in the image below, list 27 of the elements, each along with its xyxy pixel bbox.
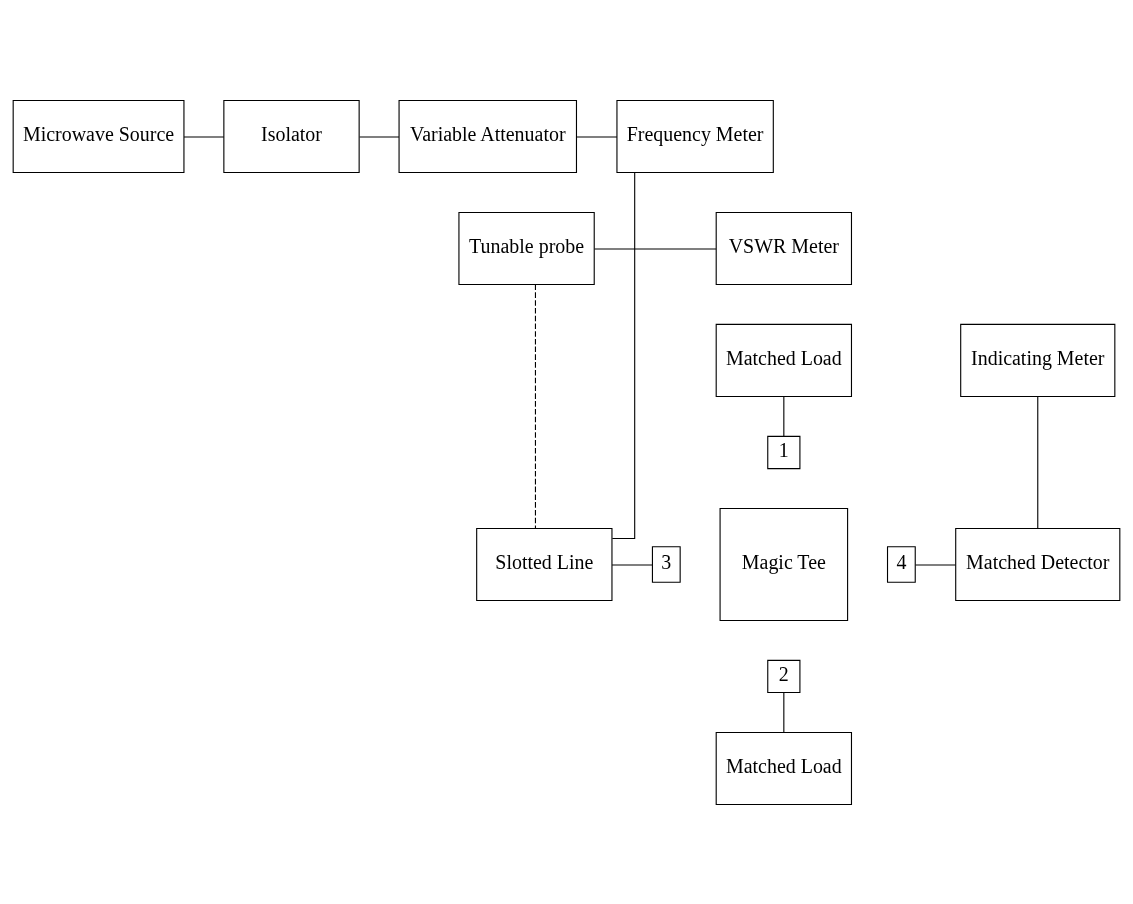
connector bbox=[611, 171, 636, 539]
node-box: Variable Attenuator bbox=[398, 99, 578, 173]
node-box: Matched Load bbox=[715, 731, 853, 805]
connector bbox=[783, 395, 785, 437]
node-box: Slotted Line bbox=[476, 527, 613, 601]
connector bbox=[534, 283, 536, 529]
node-box: 2 bbox=[767, 659, 801, 693]
connector bbox=[359, 135, 400, 138]
connector bbox=[183, 135, 225, 138]
node-box: 4 bbox=[886, 545, 916, 583]
connector bbox=[576, 135, 618, 138]
node-box: Isolator bbox=[223, 99, 360, 173]
node-box: Magic Tee bbox=[719, 507, 849, 621]
connector bbox=[783, 691, 785, 733]
node-box: VSWR Meter bbox=[715, 211, 853, 285]
node-box: 1 bbox=[767, 435, 801, 469]
node-box: Microwave Source bbox=[12, 99, 185, 173]
connector bbox=[914, 564, 957, 566]
node-box: Indicating Meter bbox=[960, 323, 1116, 397]
node-box: 3 bbox=[651, 545, 681, 583]
connector bbox=[1037, 395, 1039, 529]
node-box: Frequency Meter bbox=[616, 99, 774, 173]
connector bbox=[593, 247, 717, 250]
node-box: Matched Load bbox=[715, 323, 853, 397]
connector bbox=[611, 564, 653, 566]
node-box: Matched Detector bbox=[955, 527, 1121, 601]
node-box: Tunable probe bbox=[458, 211, 595, 285]
